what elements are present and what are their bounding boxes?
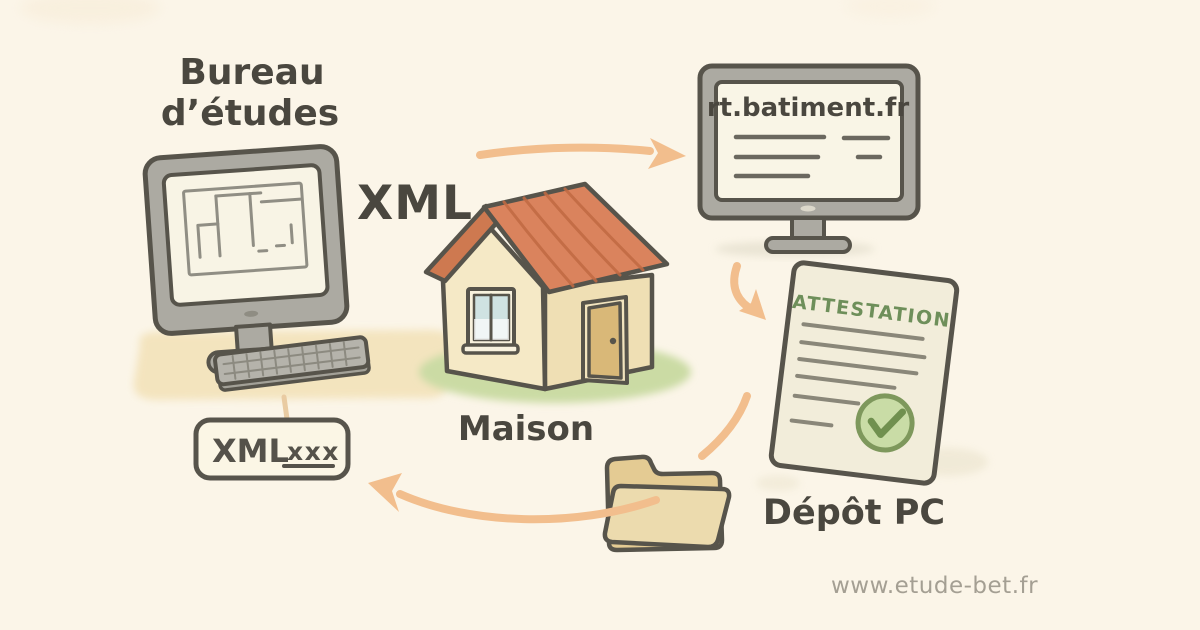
arrow-right-icon <box>476 138 686 169</box>
house-roof-main <box>481 181 670 295</box>
website-monitor-icon: rt.batiment.fr <box>697 63 921 254</box>
folder-front <box>602 483 732 550</box>
xml-box <box>193 417 351 481</box>
site-monitor-base <box>764 236 852 254</box>
connector-line-icon <box>281 394 290 422</box>
xml-label: XML <box>357 176 473 231</box>
keyboard-keys <box>222 341 361 380</box>
certificate-document-icon: ATTESTATION <box>768 260 960 486</box>
arrow-left-icon <box>368 473 660 524</box>
xml-box-ext: xxx <box>287 437 340 466</box>
keyboard-icon <box>213 335 371 392</box>
check-circle-icon <box>855 393 915 453</box>
bureau-label-line2: d’études <box>161 93 339 134</box>
bureau-label-line1: Bureau <box>179 52 324 93</box>
folder-icon <box>602 454 732 553</box>
background-smudge <box>845 0 935 18</box>
house-door <box>581 295 629 385</box>
depot-pc-label: Dépôt PC <box>763 493 945 533</box>
xml-file-badge: XML xxx <box>193 417 351 481</box>
monitor-power-dot <box>244 310 259 317</box>
xml-box-name: XML <box>212 432 289 470</box>
document-text-lines <box>789 322 927 428</box>
background-smudge <box>20 0 160 24</box>
document-shadow <box>756 475 800 491</box>
connector-line-icon <box>698 392 751 460</box>
roof-seams <box>502 187 645 288</box>
floor-plan-icon <box>182 181 309 277</box>
site-url-text: rt.batiment.fr <box>707 93 909 123</box>
webpage-text-lines <box>733 134 891 179</box>
site-monitor-screen <box>714 80 904 202</box>
house-icon <box>419 181 691 403</box>
maison-label: Maison <box>458 409 594 449</box>
arrow-down-icon <box>730 262 766 320</box>
watermark-url: www.etude-bet.fr <box>831 573 1038 599</box>
monitor-power-dot <box>800 205 816 212</box>
house-window <box>461 287 520 355</box>
